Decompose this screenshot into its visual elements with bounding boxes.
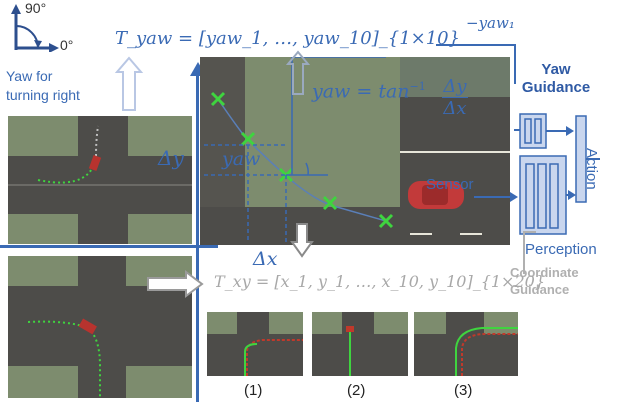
zoomed-view <box>200 57 400 245</box>
action-label: Action <box>583 148 600 190</box>
network-diagram <box>474 113 600 235</box>
yaw-guidance-line1: Yaw <box>541 61 571 78</box>
sample-thumb-3 <box>414 312 518 376</box>
intersection-top-tile <box>8 116 192 244</box>
sample-label-2: (2) <box>347 382 366 399</box>
sample-label-3: (3) <box>454 382 473 399</box>
sample-thumb-2 <box>312 312 408 376</box>
neg-yaw-label: −yaw₁ <box>466 14 515 32</box>
yaw-formula-sup: −1 <box>409 80 426 93</box>
perception-label: Perception <box>525 241 597 258</box>
t-xy-formula: T_xy = [x_1, y_1, …, x_10, y_10]_{1×20} <box>214 272 545 291</box>
compass-90-label: 90° <box>25 0 47 16</box>
yaw-formula-numerator: Δy <box>443 76 467 97</box>
coordinate-guidance-line2: Guidance <box>510 282 570 297</box>
hollow-down-arrow <box>290 223 314 258</box>
vertical-axis <box>196 72 199 402</box>
coordinate-guidance-label: Coordinate Guidance <box>510 264 579 298</box>
yaw-formula-fraction: Δy Δx <box>440 76 470 119</box>
hollow-up-arrow-2 <box>286 50 310 95</box>
compass-axes <box>11 4 59 52</box>
yaw-for-turning-right-caption: Yaw for turning right <box>6 68 80 103</box>
coordinate-feed-line <box>523 231 536 274</box>
yaw-formula: yaw = tan−1 <box>312 80 426 102</box>
yaw-guidance-line2: Guidance <box>521 79 591 96</box>
delta-y-label: Δy <box>158 146 184 170</box>
yaw-formula-text: yaw = tan <box>312 80 410 103</box>
compass-0-label: 0° <box>60 37 74 53</box>
delta-x-label: Δx <box>253 248 278 270</box>
grey-right-arrow <box>147 270 204 298</box>
yaw-trajectory <box>204 57 394 243</box>
sample-thumb-1 <box>207 312 303 376</box>
hollow-up-arrow <box>114 56 144 111</box>
zoomed-road <box>400 57 510 245</box>
neg-yaw-line-top <box>436 44 514 46</box>
yaw-angle-label: yaw <box>222 148 261 170</box>
sample-label-1: (1) <box>244 382 263 399</box>
yaw-guidance-label: Yaw Guidance <box>512 61 600 97</box>
t-yaw-formula: T_yaw = [yaw_1, …, yaw_10]_{1×10} <box>115 28 461 49</box>
sensor-label: Sensor <box>426 176 474 193</box>
coordinate-guidance-line1: Coordinate <box>510 265 579 280</box>
yaw-formula-denominator: Δx <box>442 97 468 119</box>
sensor-car <box>408 181 464 209</box>
horizontal-axis <box>0 245 218 248</box>
neg-yaw-line-down <box>514 44 516 84</box>
